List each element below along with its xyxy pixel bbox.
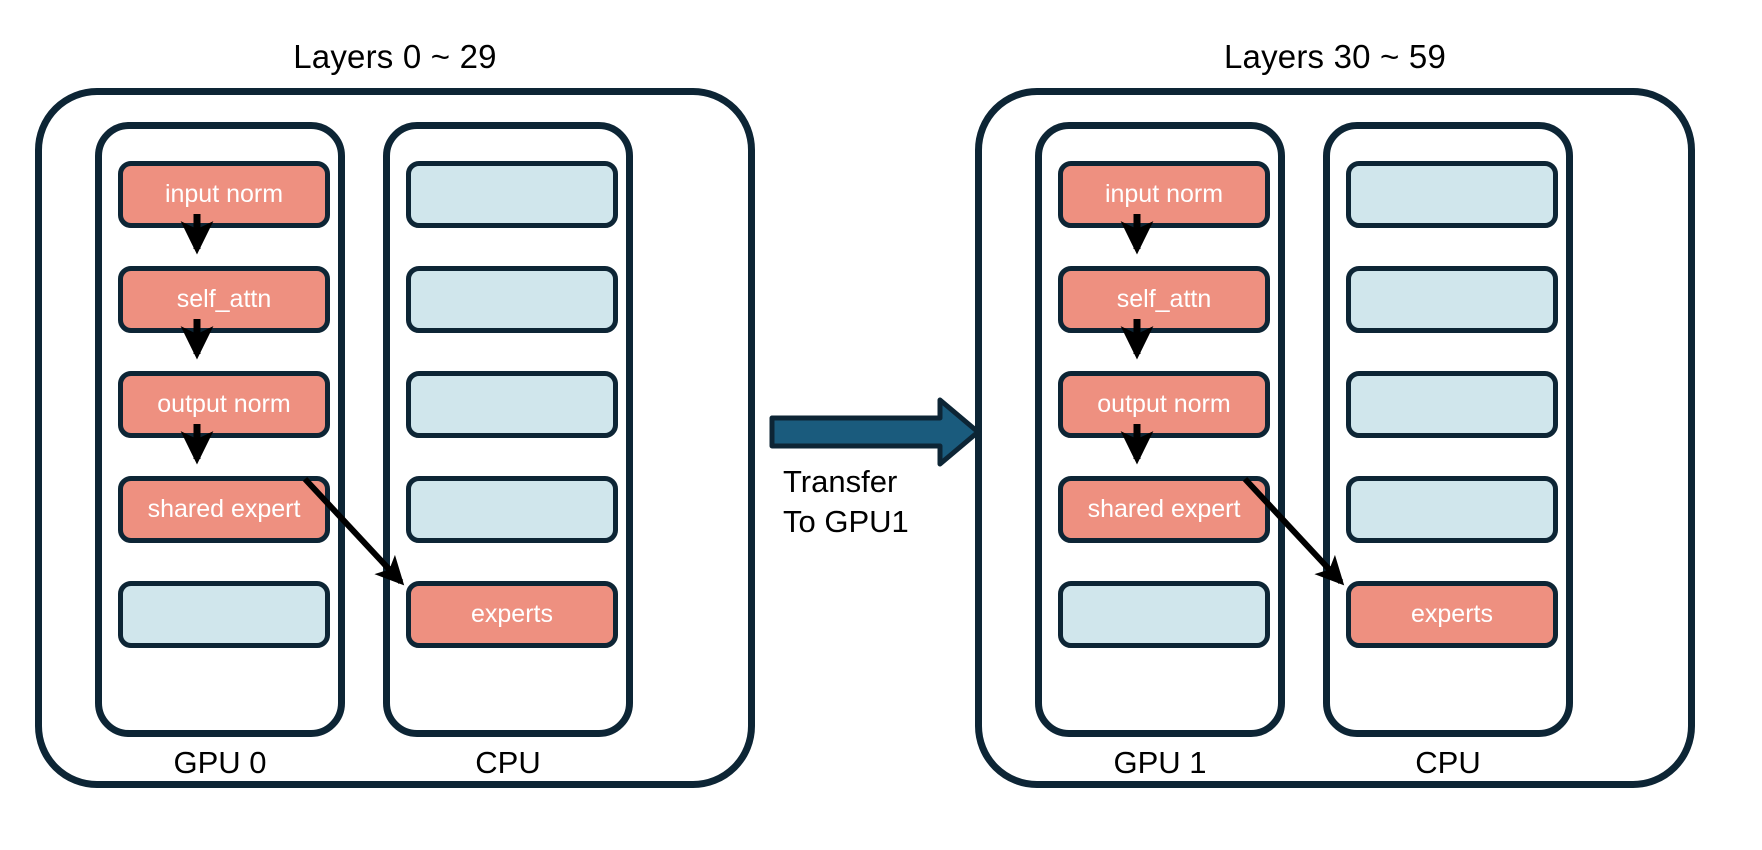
right-gpu-block-self-attn[interactable]: self_attn	[1058, 266, 1270, 333]
right-cpu-block-experts[interactable]: experts	[1346, 581, 1558, 648]
left-panel: input norm self_attn output norm shared …	[35, 88, 755, 788]
left-gpu-block-empty	[118, 581, 330, 648]
right-panel: input norm self_attn output norm shared …	[975, 88, 1695, 788]
left-cpu-column: experts	[383, 122, 633, 737]
transfer-label: Transfer To GPU1	[783, 462, 909, 541]
left-gpu-label: GPU 0	[173, 745, 267, 780]
left-gpu-column: input norm self_attn output norm shared …	[95, 122, 345, 737]
left-gpu-block-input-norm[interactable]: input norm	[118, 161, 330, 228]
right-cpu-column: experts	[1323, 122, 1573, 737]
right-cpu-block-empty-2	[1346, 266, 1558, 333]
right-gpu-block-empty	[1058, 581, 1270, 648]
left-gpu-block-output-norm[interactable]: output norm	[118, 371, 330, 438]
left-cpu-block-empty-2	[406, 266, 618, 333]
right-panel-title: Layers 30 ~ 59	[1223, 38, 1447, 75]
left-panel-title: Layers 0 ~ 29	[293, 38, 497, 75]
right-gpu-block-input-norm[interactable]: input norm	[1058, 161, 1270, 228]
left-gpu-block-shared-expert[interactable]: shared expert	[118, 476, 330, 543]
right-gpu-column: input norm self_attn output norm shared …	[1035, 122, 1285, 737]
right-gpu-label: GPU 1	[1113, 745, 1207, 780]
left-cpu-block-empty-1	[406, 161, 618, 228]
right-cpu-block-empty-3	[1346, 371, 1558, 438]
right-cpu-block-empty-4	[1346, 476, 1558, 543]
transfer-label-line1: Transfer	[783, 464, 898, 499]
transfer-label-line2: To GPU1	[783, 503, 909, 539]
transfer-arrow	[769, 397, 981, 467]
left-gpu-block-self-attn[interactable]: self_attn	[118, 266, 330, 333]
left-cpu-label: CPU	[475, 745, 541, 780]
left-cpu-block-empty-4	[406, 476, 618, 543]
right-cpu-label: CPU	[1415, 745, 1481, 780]
right-gpu-block-output-norm[interactable]: output norm	[1058, 371, 1270, 438]
right-cpu-block-empty-1	[1346, 161, 1558, 228]
right-gpu-block-shared-expert[interactable]: shared expert	[1058, 476, 1270, 543]
left-cpu-block-experts[interactable]: experts	[406, 581, 618, 648]
left-cpu-block-empty-3	[406, 371, 618, 438]
